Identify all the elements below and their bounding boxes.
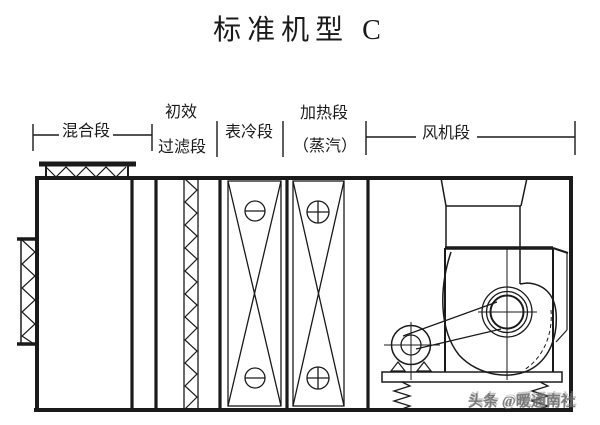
cooling-coil-icon [227, 180, 282, 407]
filter-media-zigzag [183, 178, 199, 410]
label-mixing-section: 混合段 [61, 123, 111, 140]
fan-base-frame [381, 371, 563, 383]
dimension-lines [32, 121, 576, 157]
cabinet-outline [34, 176, 573, 412]
side-damper-icon [17, 237, 38, 346]
fan-scroll-icon [442, 251, 558, 376]
label-fan-section: 风机段 [421, 125, 471, 142]
vibration-springs [391, 381, 551, 410]
fan-discharge-duct [440, 177, 528, 284]
heating-coil-icon [292, 180, 345, 407]
watermark-text: 头条 @暖通南社 [468, 394, 576, 410]
label-filter-section-line1: 初效 [164, 104, 198, 121]
label-cooling-section: 表冷段 [224, 124, 274, 141]
motor-icon [384, 322, 440, 380]
top-damper-icon [39, 161, 136, 178]
diagram-title: 标准机型 C [213, 15, 387, 46]
label-heating-section-line2: （蒸汽） [292, 138, 358, 155]
fan-inlet-rings [478, 248, 537, 380]
fan-housing [444, 246, 569, 372]
section-dividers [130, 178, 370, 410]
label-heating-section-line1: 加热段 [299, 105, 349, 122]
label-filter-section-line2: 过滤段 [157, 139, 207, 156]
